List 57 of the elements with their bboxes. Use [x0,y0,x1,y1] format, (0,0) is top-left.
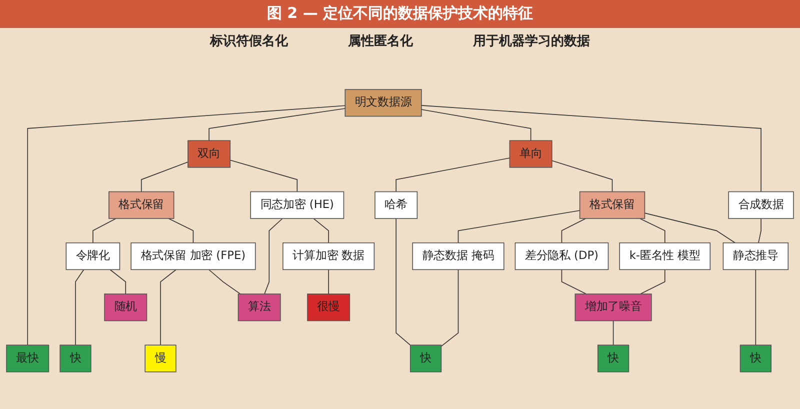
node-box [144,344,176,372]
node-box [740,344,772,372]
flowchart: 明文数据源 双向 单向 格式保留 同态加密 (HE) 哈希 格式保留 合成数据 令牌化 格式保留 加密 (FPE) 计算加密 数据 静态数据 掩码 差分隐私 (DP) k-匿名性 模型 静态推导 随机 算法 很慢 增加了噪音 最快 快 慢 快 快 快 [0,82,800,378]
connector [458,210,580,244]
section-label: 属性匿名化 [348,33,413,51]
node-box [66,242,120,270]
connector [313,218,329,244]
section-label: 标识符假名化 [210,33,288,51]
connector [552,160,613,192]
connector [110,269,126,294]
connector [75,269,84,346]
diagram-title: 图 2 — 定位不同的数据保护技术的特征 [0,0,800,28]
node-box [728,191,794,219]
connector [612,320,614,346]
node-box [130,242,256,270]
connector [640,269,666,294]
node-box [307,293,350,321]
connector [208,108,346,141]
section-label: 用于机器学习的数据 [473,33,590,51]
connector [758,218,762,244]
node-box [619,242,711,270]
connector [561,269,587,294]
node-box [509,140,552,168]
node-box [344,88,422,116]
connector [92,218,116,244]
connector [421,104,762,192]
node-box [574,293,652,321]
connector [264,218,283,294]
node-box [514,242,609,270]
node-box [108,191,174,219]
node-box [410,344,442,372]
node-box [412,242,504,270]
node-box [722,242,789,270]
connector [160,269,176,346]
node-box [374,191,418,219]
connector [140,161,188,192]
connector [561,218,586,244]
node-box [6,344,50,372]
node-box [282,242,375,270]
node-box [579,191,646,219]
connector [230,160,298,192]
connector [396,157,510,192]
connector [440,269,459,347]
node-box [597,344,630,372]
node-box [238,293,281,321]
node-box [104,293,148,321]
connector [328,269,329,294]
connector [208,269,241,294]
node-box [250,191,344,219]
connector [421,108,532,141]
connector [644,212,736,244]
connector [168,218,194,244]
node-box [188,140,231,168]
connector [396,218,411,346]
connector [755,269,756,346]
node-box [60,344,92,372]
connector [639,218,666,244]
